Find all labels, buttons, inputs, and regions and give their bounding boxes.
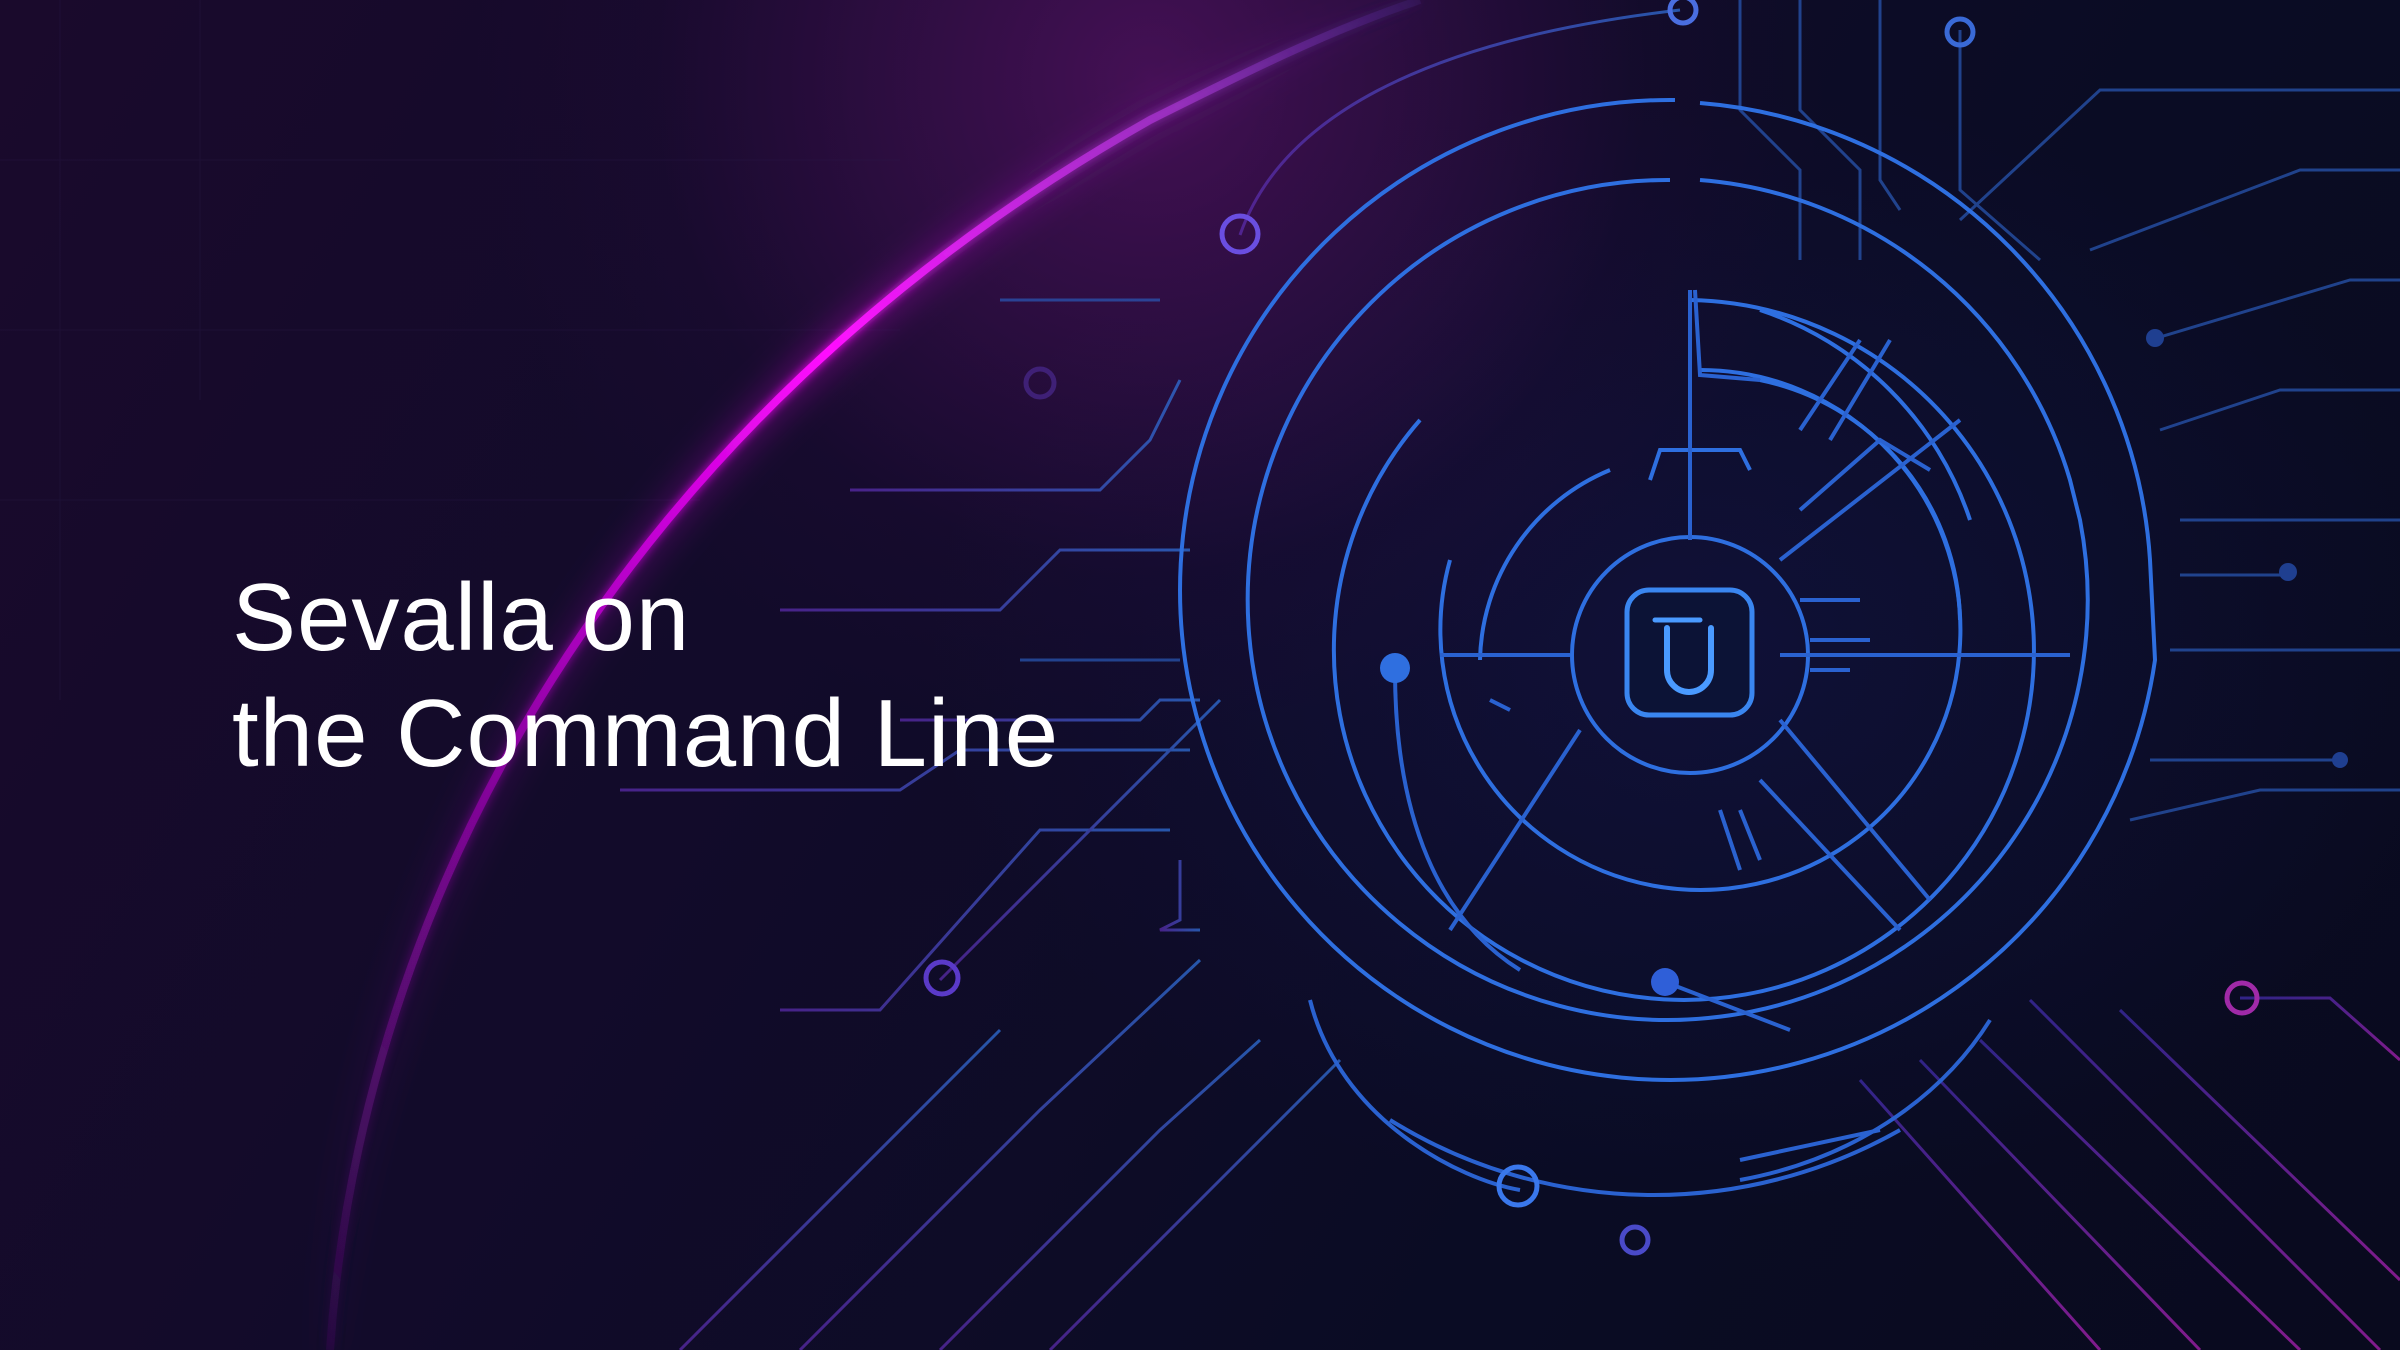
glowing-arc bbox=[326, 0, 1422, 1350]
left-circuit-traces bbox=[620, 8, 1681, 1350]
u-square-logo-icon bbox=[1624, 587, 1755, 718]
circuit-rings bbox=[1178, 97, 2158, 1082]
headline-line-2: the Command Line bbox=[232, 680, 1060, 787]
headline: Sevalla on the Command Line bbox=[232, 560, 1059, 792]
circuit-dots bbox=[1380, 329, 2348, 996]
bottom-circuit-traces bbox=[1378, 996, 2400, 1350]
right-circuit-traces bbox=[1000, 0, 2400, 822]
headline-line-1: Sevalla on bbox=[232, 564, 691, 671]
background-grid bbox=[0, 0, 900, 700]
circuit-spokes bbox=[1308, 289, 2070, 1198]
circuit-nodes bbox=[923, 0, 2260, 1256]
